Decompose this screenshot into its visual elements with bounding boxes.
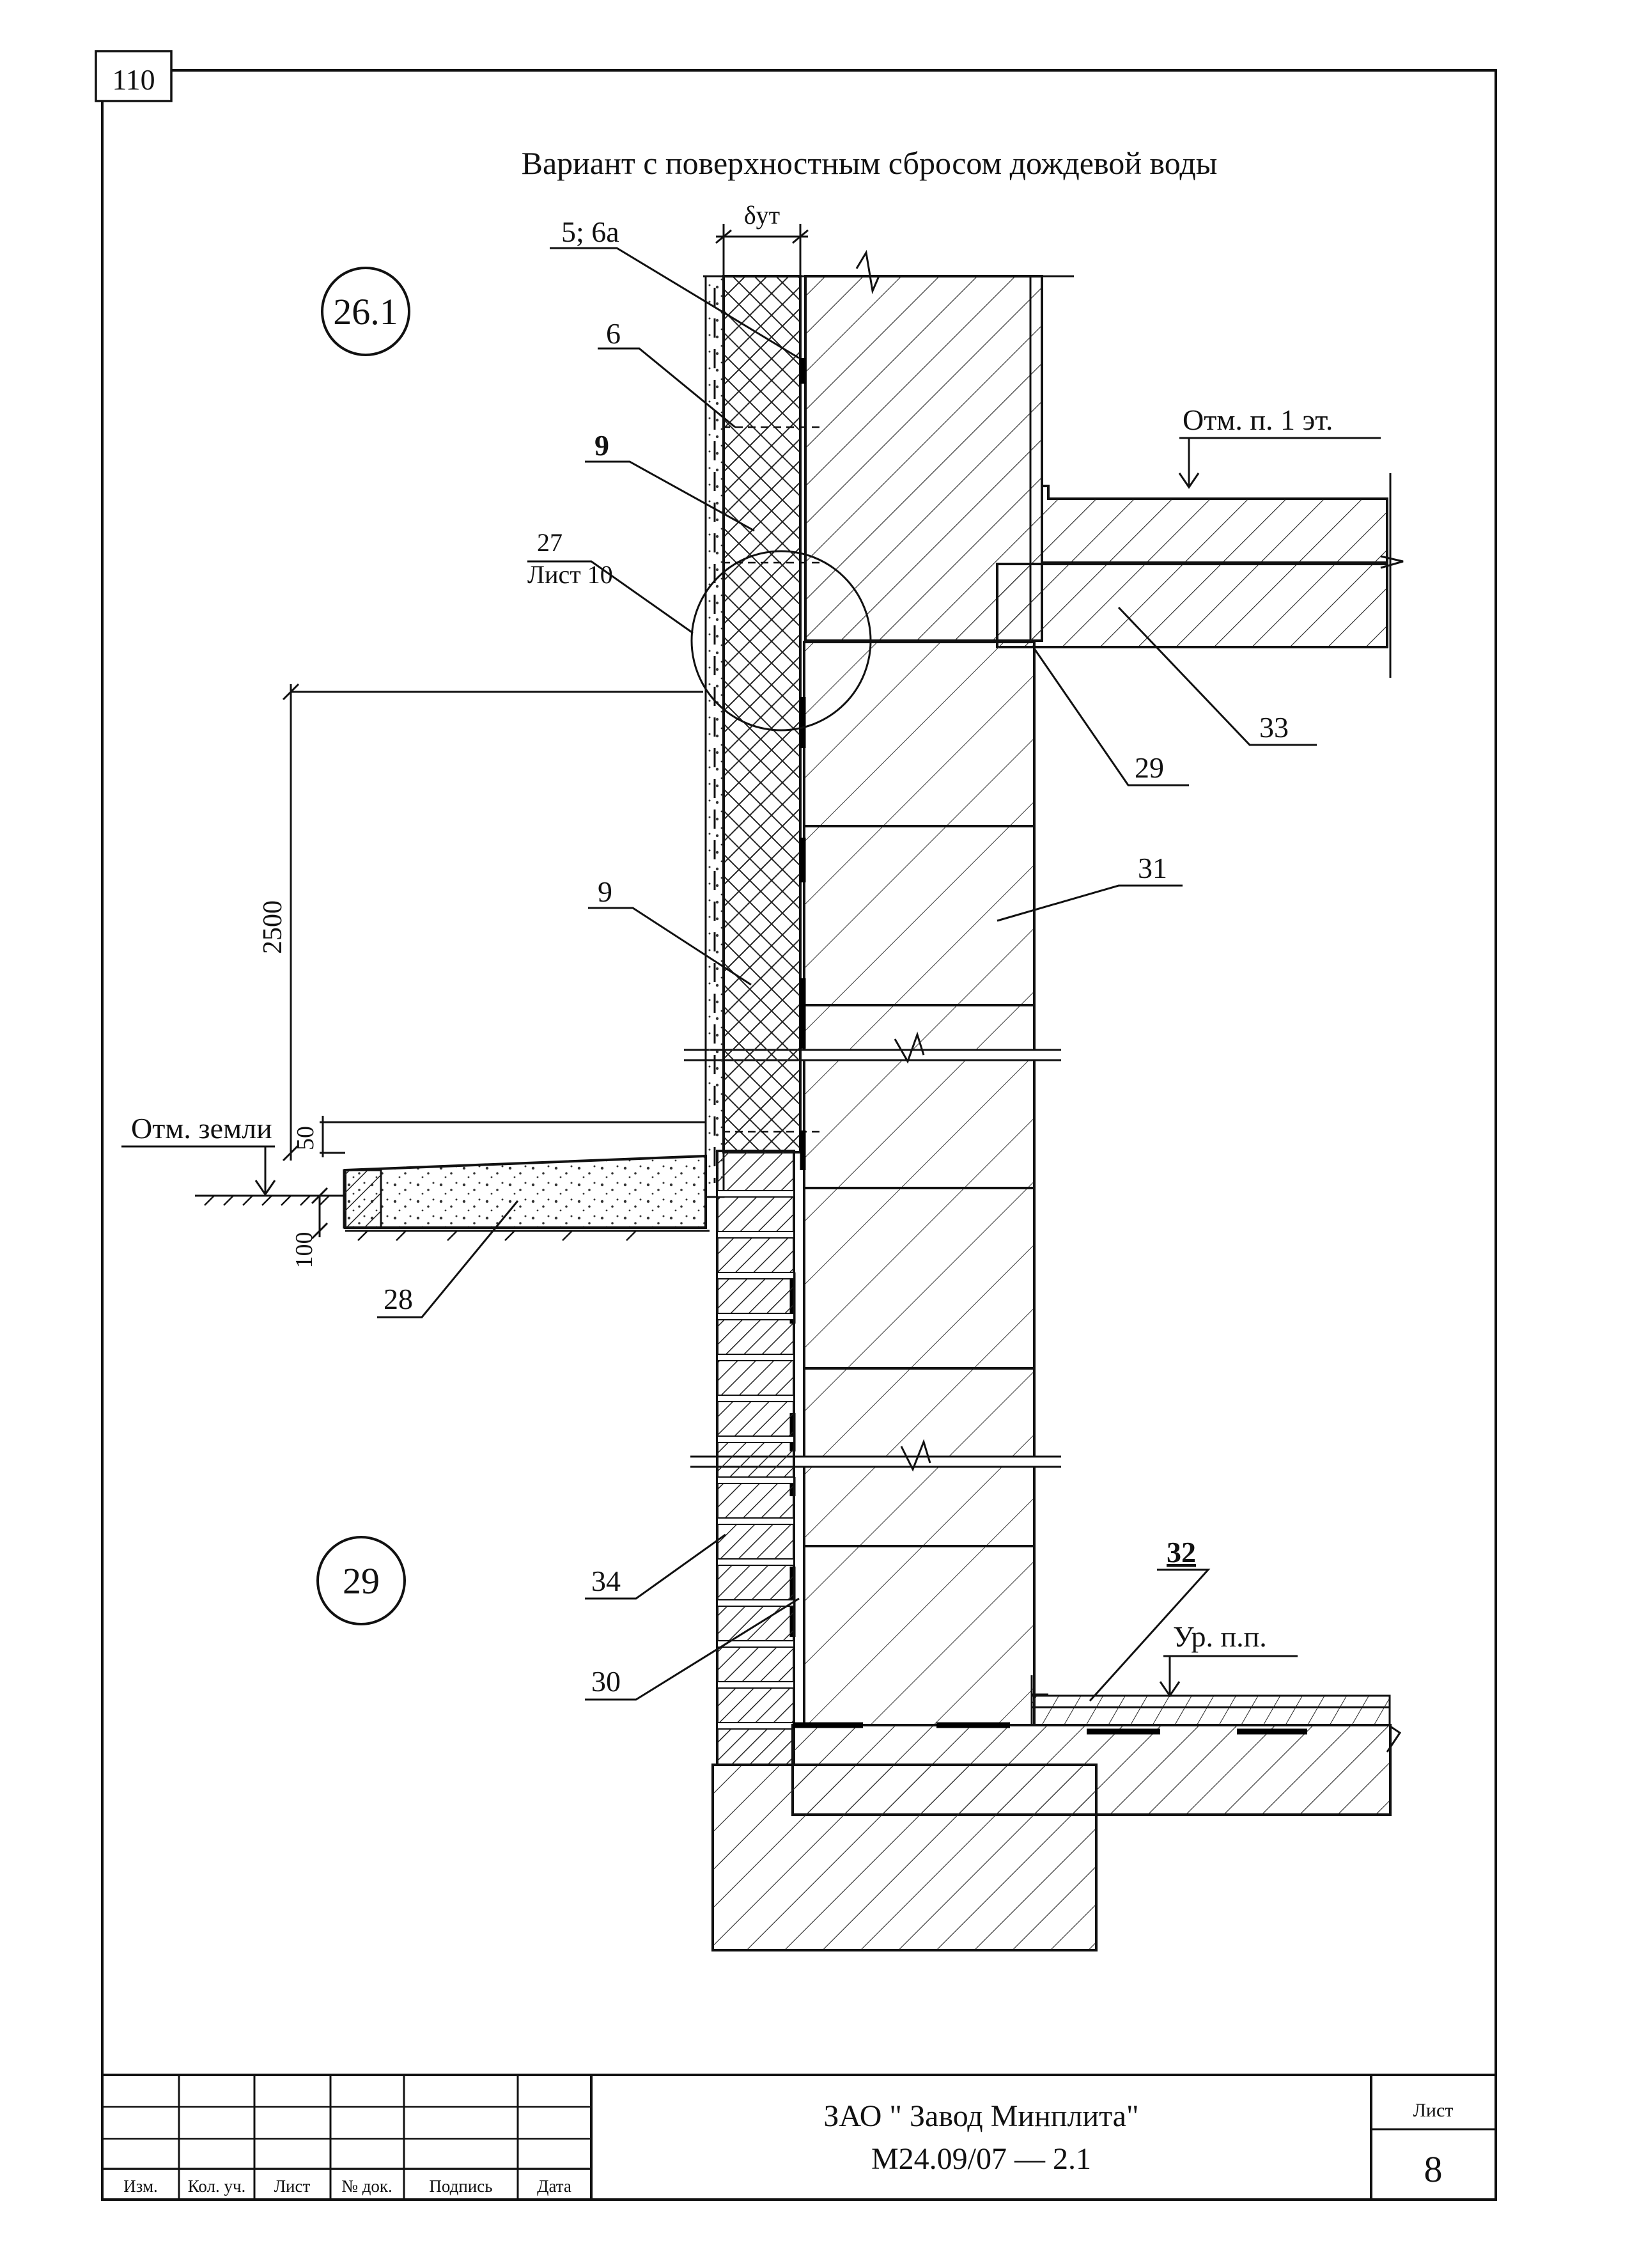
level-floor1 bbox=[1178, 437, 1381, 489]
title-block bbox=[102, 2074, 1496, 2200]
callout-9-mid: 9 bbox=[598, 875, 612, 908]
callout-34: 34 bbox=[591, 1565, 621, 1597]
dim-2500-label: 2500 bbox=[258, 900, 288, 954]
level-ground bbox=[121, 1145, 276, 1196]
callout-31: 31 bbox=[1138, 852, 1167, 884]
dim-50 bbox=[320, 1116, 706, 1157]
plinth-joints bbox=[717, 1190, 795, 1730]
block-wall bbox=[803, 641, 1036, 1726]
tb-col-list: Лист bbox=[274, 2177, 311, 2196]
floor-buildup bbox=[1030, 1694, 1391, 1726]
callout-5-6a: 5; 6а bbox=[561, 215, 619, 248]
dim-insulation bbox=[715, 224, 809, 275]
detail-circle-27 bbox=[690, 550, 872, 731]
insulation-layer bbox=[722, 275, 802, 1154]
tb-col-izm: Изм. bbox=[123, 2177, 158, 2196]
blind-area bbox=[344, 1154, 707, 1229]
callout-30: 30 bbox=[591, 1665, 621, 1698]
top-break-mark bbox=[855, 249, 880, 295]
level-ground-label: Отм. земли bbox=[131, 1112, 272, 1145]
floor-corner bbox=[1030, 1675, 1048, 1696]
dim-2500 bbox=[282, 683, 703, 1162]
tb-document-code: М24.09/07 — 2.1 bbox=[871, 2142, 1091, 2176]
tb-company: ЗАО " Завод Минплита" bbox=[823, 2099, 1138, 2133]
tb-sheet-number: 8 bbox=[1424, 2148, 1443, 2190]
callout-27: 27 bbox=[537, 528, 563, 557]
page-number: 110 bbox=[112, 63, 155, 96]
callout-9-top: 9 bbox=[594, 429, 609, 462]
foundation bbox=[711, 1764, 1098, 1951]
callout-6: 6 bbox=[606, 317, 621, 350]
dim-100 bbox=[311, 1187, 329, 1240]
node-circle-26-1 bbox=[321, 267, 410, 356]
node-circle-29 bbox=[316, 1536, 406, 1625]
leader-lines bbox=[377, 247, 1317, 1702]
drawing-title: Вариант с поверхностным сбросом дождевой… bbox=[522, 145, 1218, 181]
callout-28: 28 bbox=[384, 1283, 413, 1315]
tb-col-date: Дата bbox=[537, 2177, 571, 2196]
level-floor1-label: Отм. п. 1 эт. bbox=[1183, 403, 1333, 436]
page-number-box bbox=[95, 50, 173, 102]
tb-sheet-label: Лист bbox=[1413, 2100, 1454, 2121]
node-label-29: 29 bbox=[343, 1560, 380, 1602]
callout-29: 29 bbox=[1135, 751, 1164, 784]
sheet-frame bbox=[101, 69, 1497, 2201]
dim-insulation-label: δут bbox=[744, 201, 780, 230]
ground-hatch bbox=[204, 1195, 637, 1241]
callout-list10: Лист 10 bbox=[527, 560, 613, 589]
block-joints bbox=[804, 641, 1034, 1547]
blind-area-curb bbox=[343, 1169, 382, 1229]
slab-end-break bbox=[1386, 1725, 1402, 1753]
plinth-facing bbox=[716, 1150, 795, 1766]
node-label-26-1: 26.1 bbox=[333, 291, 398, 332]
floor-waterproofing bbox=[793, 1722, 1307, 1735]
floor-slab-lower bbox=[996, 563, 1388, 648]
tb-col-kol-uch: Кол. уч. bbox=[188, 2177, 246, 2196]
tb-col-doc: № док. bbox=[341, 2177, 392, 2196]
level-floor-label: Ур. п.п. bbox=[1173, 1620, 1267, 1653]
slab-break-mark bbox=[1380, 555, 1404, 569]
level-floor bbox=[1159, 1655, 1298, 1698]
tb-col-signature: Подпись bbox=[429, 2177, 492, 2196]
dim-50-label: 50 bbox=[292, 1126, 319, 1150]
callout-32: 32 bbox=[1167, 1536, 1196, 1568]
anchor-dashed bbox=[722, 426, 825, 1133]
dim-100-label: 100 bbox=[291, 1232, 318, 1269]
callout-33: 33 bbox=[1259, 711, 1289, 744]
floor-slab-upper bbox=[1041, 485, 1388, 564]
